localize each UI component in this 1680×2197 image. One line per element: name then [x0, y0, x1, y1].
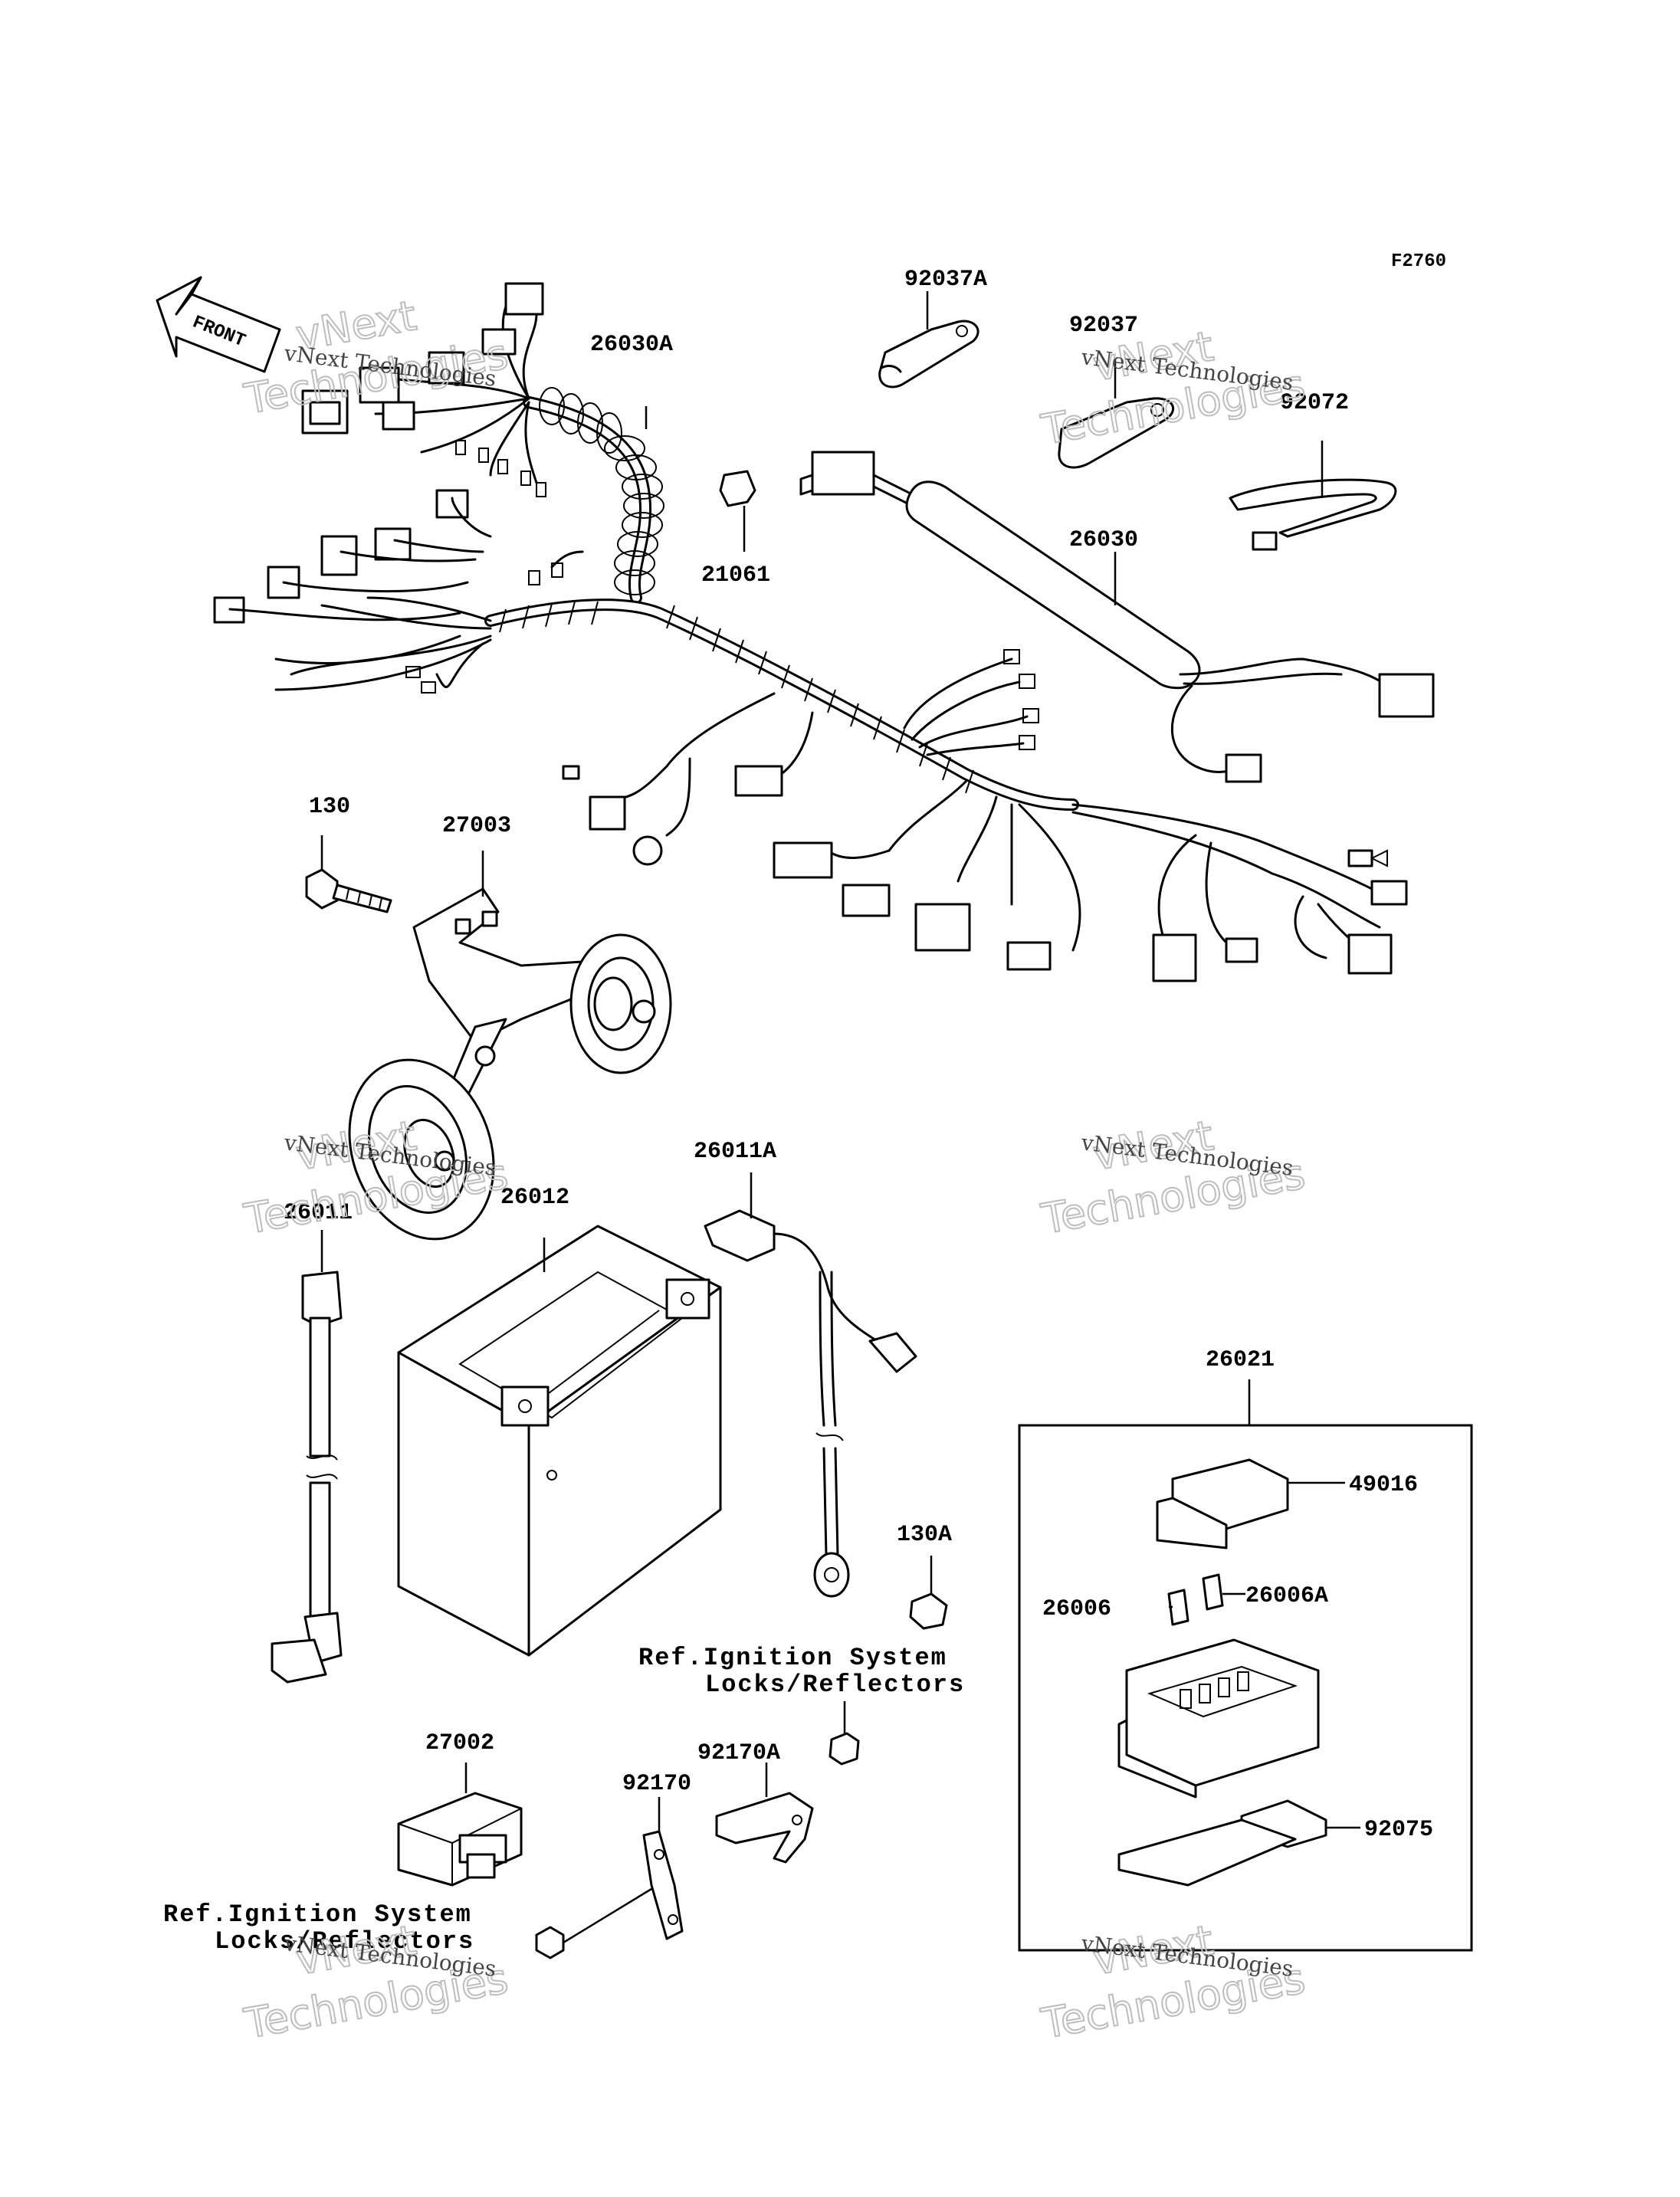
- leader-lines: [320, 291, 1360, 1831]
- label-26012: 26012: [500, 1185, 569, 1211]
- label-49016: 49016: [1349, 1472, 1418, 1498]
- label-92037: 92037: [1069, 313, 1138, 339]
- label-26006: 26006: [1042, 1596, 1111, 1622]
- label-130A: 130A: [897, 1522, 952, 1548]
- label-92075: 92075: [1364, 1817, 1433, 1843]
- label-26006A: 26006A: [1245, 1583, 1328, 1609]
- bracket-92170A: [715, 1732, 860, 1864]
- clip-92037A: [878, 320, 979, 389]
- relay-27002: [397, 1792, 523, 1887]
- label-92072: 92072: [1280, 390, 1349, 416]
- cable-26011A: [704, 1209, 917, 1598]
- label-130: 130: [309, 794, 350, 820]
- cable-tie-92072: [1229, 478, 1397, 551]
- label-26021: 26021: [1206, 1347, 1275, 1373]
- sub-harness-26030: [799, 451, 1435, 783]
- ref-note-2-line2: Locks/Reflectors: [215, 1927, 474, 1956]
- label-92037A: 92037A: [904, 267, 987, 293]
- cable-26011: [271, 1271, 343, 1684]
- clip-92037: [1058, 397, 1175, 469]
- label-27002: 27002: [425, 1730, 494, 1756]
- front-arrow-icon: FRONT: [156, 276, 281, 373]
- ref-note-1-line2: Locks/Reflectors: [705, 1671, 965, 1699]
- label-26011A: 26011A: [694, 1139, 776, 1165]
- ref-note-2-line1: Ref.Ignition System: [163, 1900, 472, 1929]
- ref-note-1-line1: Ref.Ignition System: [638, 1644, 947, 1672]
- bolt-130: [305, 868, 392, 913]
- label-26011: 26011: [284, 1200, 353, 1226]
- horn-27003: [348, 887, 672, 1241]
- bolt-130A: [909, 1592, 948, 1630]
- battery-26012: [397, 1225, 722, 1657]
- label-26030A: 26030A: [590, 332, 673, 358]
- fuse-box-26021: [1018, 1424, 1473, 1952]
- bracket-92170: [535, 1830, 684, 1959]
- label-92170: 92170: [622, 1771, 691, 1797]
- label-27003: 27003: [442, 813, 511, 839]
- main-harness-26030A: [213, 282, 1079, 811]
- harness-lower-branch: [562, 649, 1408, 982]
- label-21061: 21061: [701, 562, 770, 589]
- figure-code: F2760: [1391, 251, 1446, 272]
- label-26030: 26030: [1069, 527, 1138, 553]
- label-92170A: 92170A: [697, 1740, 780, 1766]
